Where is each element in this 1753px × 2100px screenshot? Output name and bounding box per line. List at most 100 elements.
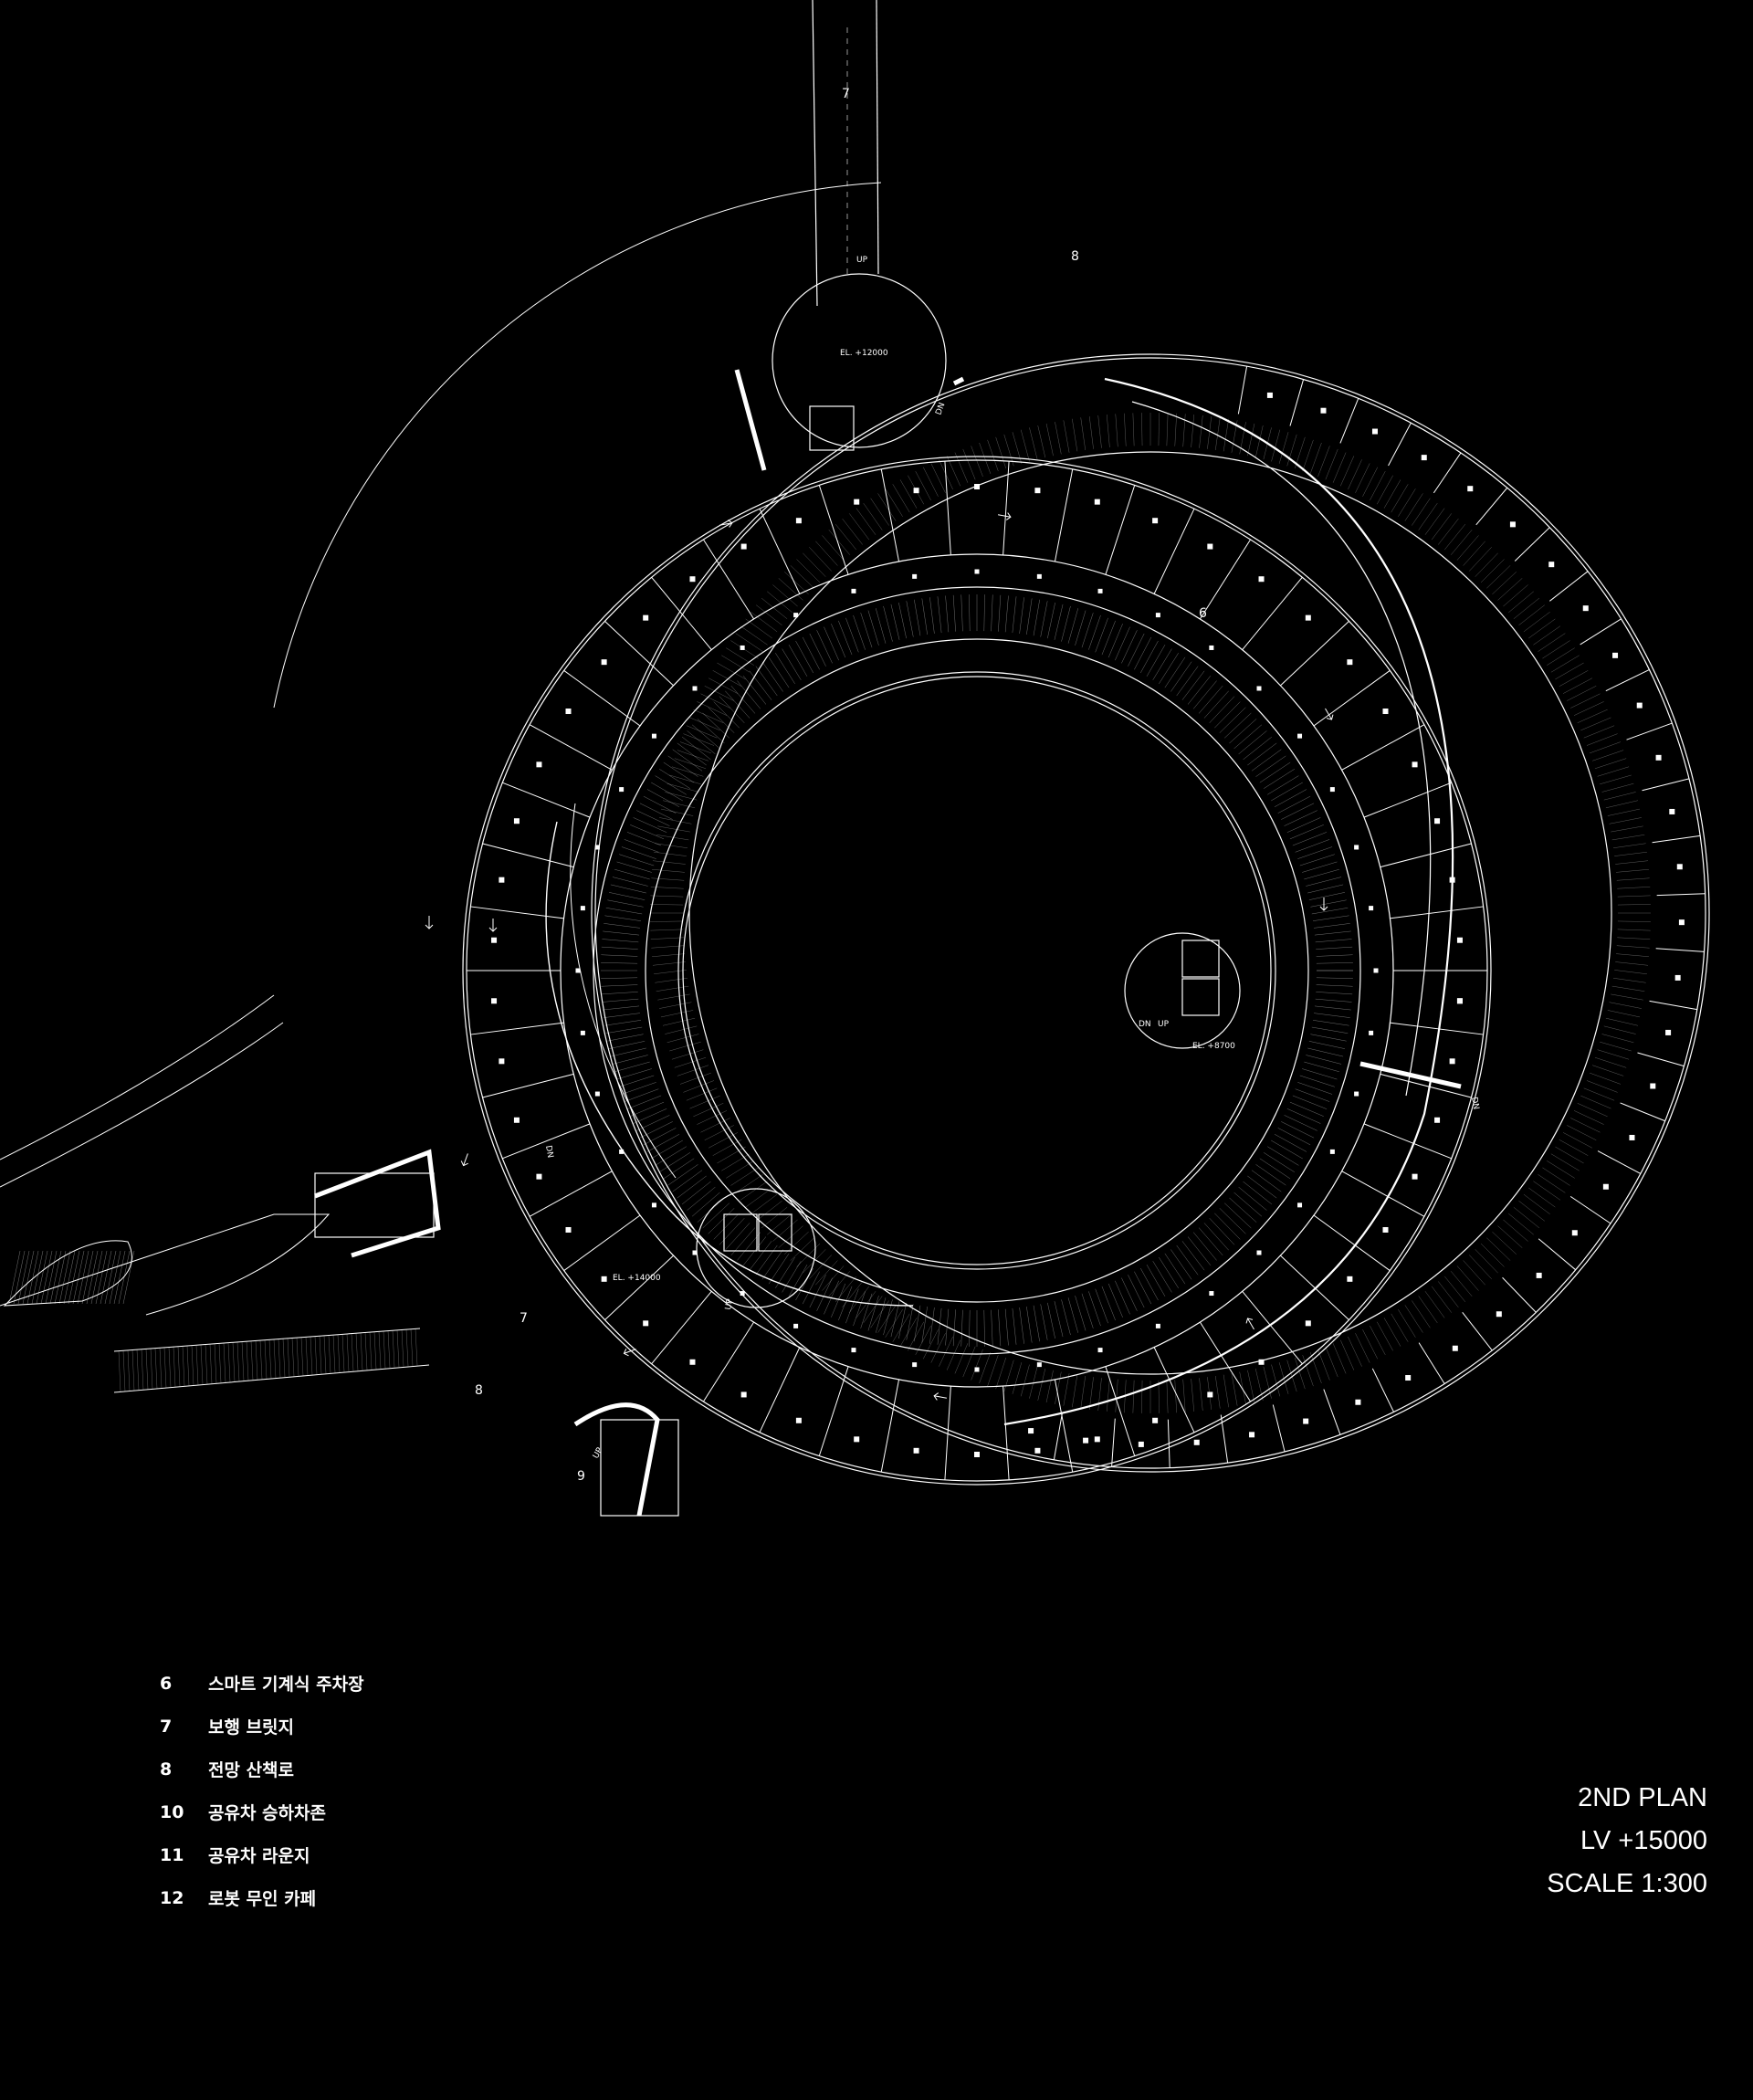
ramp-hatch: [1243, 736, 1273, 761]
lower-bridge-hatch: [415, 1328, 418, 1366]
ramp-hatch: [608, 892, 646, 900]
promenade-hatch: [1586, 733, 1618, 746]
column-mark: [854, 1436, 860, 1443]
promenade-hatch: [654, 970, 687, 974]
promenade-hatch: [1391, 484, 1409, 513]
ramp-hatch: [1263, 1152, 1295, 1172]
parking-bay-divider: [703, 1321, 755, 1402]
lower-bridge-hatch: [141, 1349, 144, 1391]
column-mark: [1674, 974, 1681, 981]
legend-text: 공유차 라운지: [208, 1846, 310, 1866]
promenade-hatch: [1583, 725, 1615, 739]
ramp-hatch: [906, 1304, 914, 1340]
canopy-hatch: [36, 1250, 48, 1305]
promenade-hatch: [1601, 782, 1634, 793]
ramp-hatch: [1004, 595, 1009, 633]
promenade-hatch: [1480, 559, 1505, 583]
ramp-hatch: [1251, 1170, 1282, 1192]
column-mark: [513, 818, 520, 824]
promenade-hatch: [1020, 1364, 1030, 1397]
ramp-hatch: [1243, 1181, 1273, 1205]
light-mark: [1329, 1149, 1335, 1154]
ramp-hatch: [1315, 939, 1352, 943]
ramp-hatch: [725, 1223, 751, 1251]
promenade-hatch: [1029, 427, 1038, 460]
promenade-hatch: [656, 835, 689, 841]
parking-bay-divider: [1626, 722, 1673, 740]
promenade-hatch: [1191, 1379, 1194, 1412]
ramp-hatch: [782, 648, 802, 680]
promenade-hatch: [1158, 1380, 1160, 1413]
promenade-hatch: [915, 471, 931, 501]
lower-bridge-hatch: [346, 1333, 350, 1372]
promenade-hatch: [689, 1095, 720, 1109]
promenade-hatch: [1115, 414, 1118, 447]
parking-bay-divider: [1605, 669, 1650, 692]
ramp-hatch: [937, 1307, 942, 1345]
promenade-hatch: [1332, 452, 1347, 483]
ramp-hatch: [1115, 1280, 1130, 1315]
ramp-hatch: [719, 696, 745, 723]
parking-bay-divider: [1054, 468, 1074, 562]
column-mark: [1305, 1320, 1311, 1327]
promenade-hatch: [679, 1072, 711, 1085]
ramp-hatch: [697, 719, 725, 744]
promenade-hatch: [1166, 1380, 1169, 1413]
promenade-hatch: [772, 1219, 798, 1242]
parking-bay-divider: [1272, 1404, 1286, 1453]
promenade-hatch: [1431, 1286, 1452, 1313]
promenade-hatch: [1542, 1167, 1570, 1186]
light-mark: [692, 686, 698, 691]
promenade-hatch: [930, 1333, 946, 1363]
promenade-hatch: [1003, 1360, 1014, 1392]
ramp-hatch: [809, 1275, 826, 1308]
lower-bridge-hatch: [264, 1339, 268, 1380]
label-up-bottom: UP: [724, 1297, 735, 1310]
promenade-hatch: [1166, 413, 1169, 446]
legend-number: 7: [160, 1716, 173, 1737]
plan-scale: SCALE 1:300: [1547, 1869, 1707, 1898]
access-road: [0, 994, 275, 1160]
promenade-hatch: [669, 774, 701, 785]
direction-arrow: [719, 520, 733, 528]
ramp-hatch: [1128, 633, 1145, 667]
column-mark: [601, 1276, 607, 1282]
ramp-hatch: [663, 1158, 695, 1180]
ramp-hatch: [1292, 832, 1328, 846]
promenade-hatch: [674, 1057, 707, 1068]
column-mark: [1676, 864, 1683, 870]
ramp-hatch: [1170, 661, 1192, 692]
ramp-hatch: [983, 594, 985, 632]
promenade-hatch: [1020, 429, 1030, 462]
light-mark: [1369, 1030, 1374, 1035]
ramp-hatch: [612, 1055, 648, 1065]
promenade-hatch: [1469, 1255, 1492, 1279]
promenade-hatch: [751, 1193, 778, 1214]
ramp-hatch: [876, 1297, 887, 1333]
light-mark: [740, 645, 745, 650]
light-mark: [974, 569, 980, 574]
ramp-hatch: [921, 598, 928, 635]
promenade-hatch: [1617, 929, 1651, 931]
promenade-hatch: [745, 1187, 772, 1208]
ramp-hatch: [651, 782, 683, 802]
promenade-hatch: [1562, 677, 1592, 694]
promenade-hatch: [693, 709, 724, 723]
ramp-hatch: [1061, 1299, 1071, 1336]
parking-bay-divider: [1237, 366, 1248, 415]
light-mark: [1297, 733, 1303, 739]
promenade-hatch: [659, 817, 692, 824]
ramp-hatch: [1209, 1218, 1235, 1245]
ramp-hatch: [604, 915, 642, 921]
light-mark: [1209, 645, 1214, 650]
promenade-hatch: [892, 1313, 910, 1342]
column-mark: [1028, 1428, 1034, 1434]
ramp-hatch: [624, 1088, 659, 1102]
promenade-hatch: [1616, 945, 1650, 949]
ramp-hatch: [1107, 1283, 1123, 1318]
column-mark: [1582, 605, 1589, 612]
canopy-hatch: [109, 1250, 121, 1305]
column-mark: [1536, 1272, 1542, 1278]
